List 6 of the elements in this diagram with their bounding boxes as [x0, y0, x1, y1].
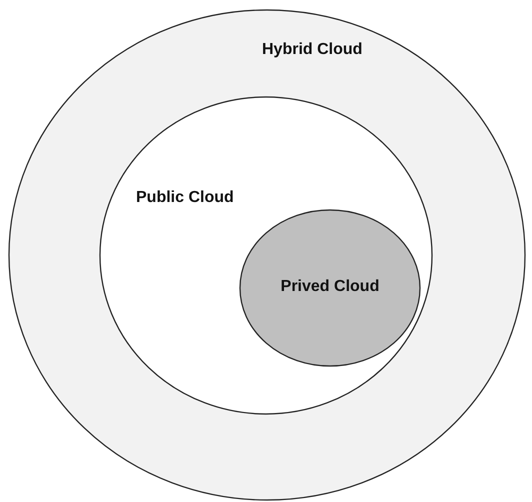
cloud-circle	[100, 97, 432, 414]
cloud-label: Prived Cloud	[280, 278, 380, 296]
cloud-label: Hybrid Cloud	[262, 41, 362, 59]
cloud-label: Public Cloud	[136, 189, 234, 207]
cloud-circle	[9, 10, 525, 500]
cloud-circle	[240, 210, 420, 366]
